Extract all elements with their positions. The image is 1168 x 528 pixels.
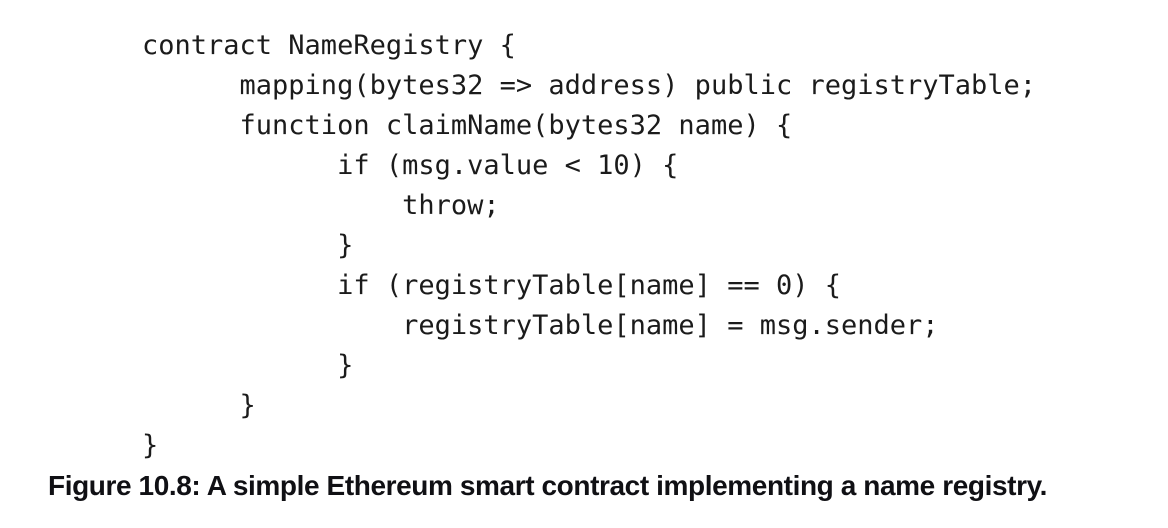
code-block: contract NameRegistry { mapping(bytes32 …: [142, 30, 1037, 461]
figure-caption: Figure 10.8: A simple Ethereum smart con…: [48, 470, 1048, 501]
